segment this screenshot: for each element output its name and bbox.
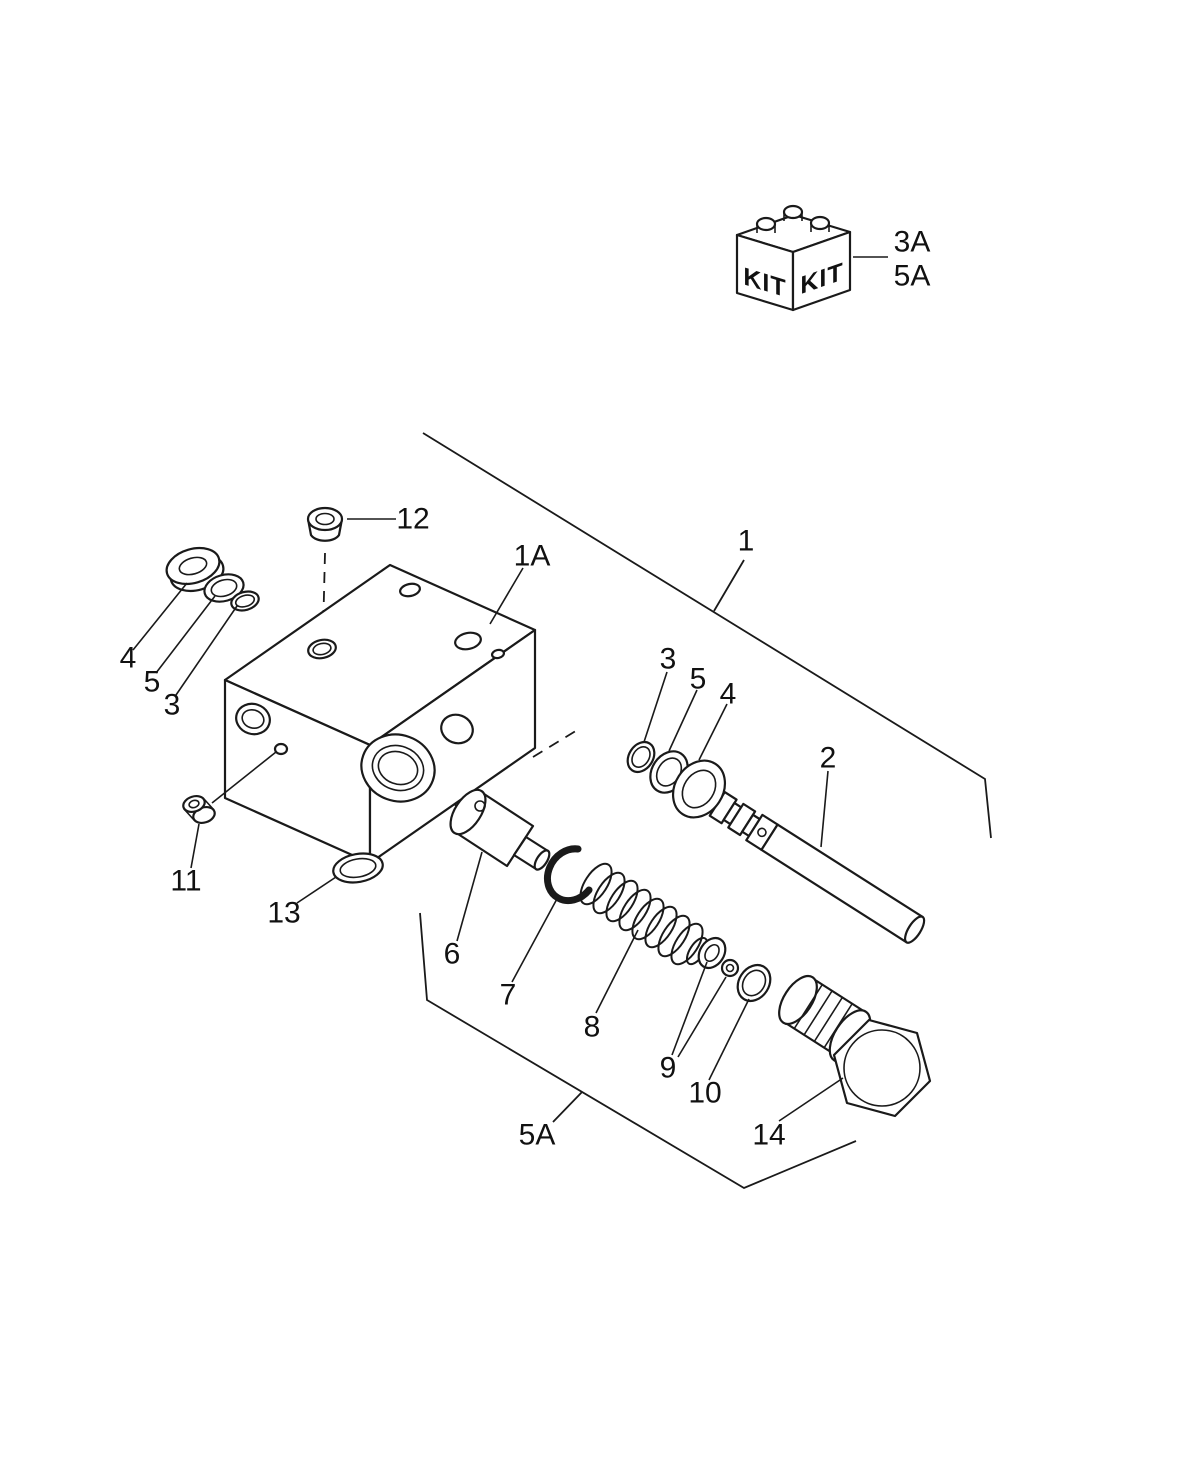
callout-11: 11 <box>170 865 201 898</box>
callout-4-left: 4 <box>120 642 137 675</box>
callout-4-right: 4 <box>720 678 737 711</box>
callout-5a-top: 5A <box>894 260 931 293</box>
seal-stack-right <box>626 740 727 819</box>
callout-labels: 3A 5A 12 1A 1 4 5 3 3 5 4 2 11 13 6 7 8 … <box>120 226 931 1152</box>
callout-3-right: 3 <box>660 643 677 676</box>
block-top-holes <box>307 582 506 660</box>
seat-6 <box>449 788 551 871</box>
oring-13 <box>332 852 384 884</box>
kit-box: KIT KIT <box>735 204 852 312</box>
spring-8 <box>579 862 709 966</box>
callout-2: 2 <box>820 742 837 775</box>
callout-5-right: 5 <box>690 663 707 696</box>
plug-12 <box>306 506 344 542</box>
callout-12: 12 <box>396 503 429 536</box>
callout-13: 13 <box>267 897 300 930</box>
callout-1: 1 <box>738 525 755 558</box>
assembly-boundary-line <box>422 432 992 839</box>
callout-3a: 3A <box>894 226 931 259</box>
callout-3-left: 3 <box>164 689 181 722</box>
callout-5-left: 5 <box>144 666 161 699</box>
callout-9: 9 <box>660 1052 677 1085</box>
plug-11 <box>182 794 216 825</box>
block-front-ports <box>360 713 474 803</box>
kit-fittings <box>755 204 831 233</box>
seal-stack-left <box>165 546 260 612</box>
callout-7: 7 <box>500 979 517 1012</box>
oring-10 <box>736 963 772 1003</box>
callout-1a: 1A <box>514 540 551 573</box>
callout-14: 14 <box>752 1119 785 1152</box>
block-left-ports <box>235 702 289 756</box>
callout-6: 6 <box>444 938 461 971</box>
kit-group-boundary-line <box>419 912 857 1190</box>
leader-lines <box>132 256 888 1122</box>
callout-5a-bottom: 5A <box>519 1119 556 1152</box>
valve-block <box>223 563 537 865</box>
callout-8: 8 <box>584 1011 601 1044</box>
spool-2 <box>689 781 926 944</box>
hex-plug-14 <box>778 975 932 1118</box>
callout-10: 10 <box>688 1077 721 1110</box>
snap-ring-7 <box>543 845 593 905</box>
poppet-9 <box>697 936 740 978</box>
